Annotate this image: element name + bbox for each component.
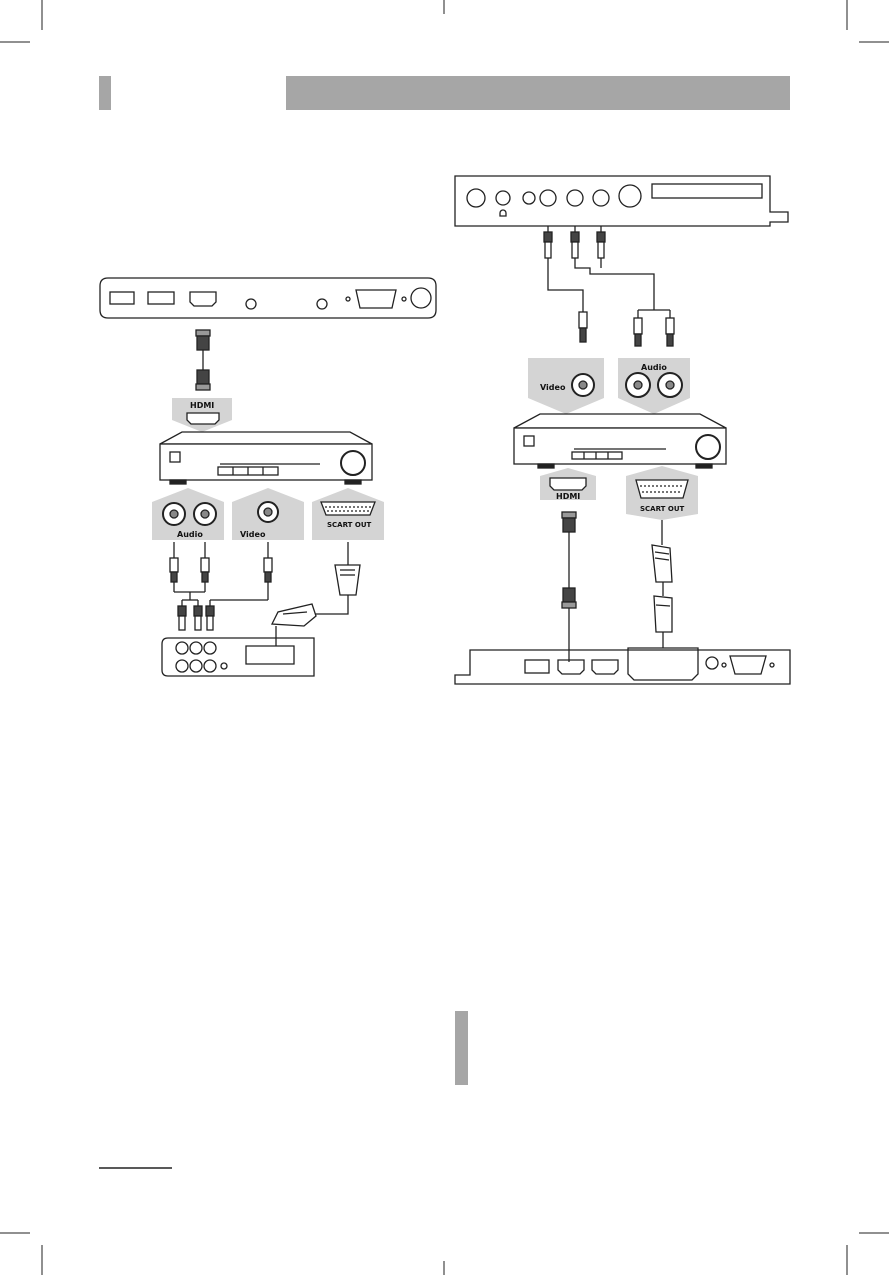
rca-cables-left <box>170 542 272 630</box>
hdmi-port-icon-right <box>550 478 586 490</box>
audio-label-right: Audio <box>641 363 667 372</box>
video-label-right: Video <box>540 383 566 392</box>
hdmi-cable-right <box>562 512 576 662</box>
rca-cables-right <box>544 226 674 346</box>
hdmi-cable-left <box>196 330 210 390</box>
scart-cable-right <box>652 520 672 648</box>
scart-port-icon-left <box>321 502 375 515</box>
header-bar <box>286 76 790 110</box>
hdmi-label-right: HDMI <box>556 492 580 501</box>
scart-label-right: SCART OUT <box>640 505 685 513</box>
hdmi-port-icon-left <box>187 413 219 424</box>
dvd-player-right <box>514 414 726 468</box>
left-diagram <box>100 278 436 676</box>
right-diagram <box>455 176 790 684</box>
tv-rear-panel-right <box>455 648 790 684</box>
scart-cable-left <box>272 542 360 626</box>
header-tab-left <box>99 76 111 110</box>
tv-av-panel-left <box>162 626 314 676</box>
tv-rear-panel <box>100 278 436 318</box>
dvd-player-left <box>160 432 372 484</box>
receiver-rear-panel <box>455 176 788 226</box>
hdmi-label-left: HDMI <box>190 401 214 410</box>
audio-label-left: Audio <box>177 530 203 539</box>
scart-port-icon-right <box>636 480 688 498</box>
section-tab-marker <box>455 1011 468 1085</box>
scart-label-left: SCART OUT <box>327 521 372 529</box>
video-label-left: Video <box>240 530 266 539</box>
